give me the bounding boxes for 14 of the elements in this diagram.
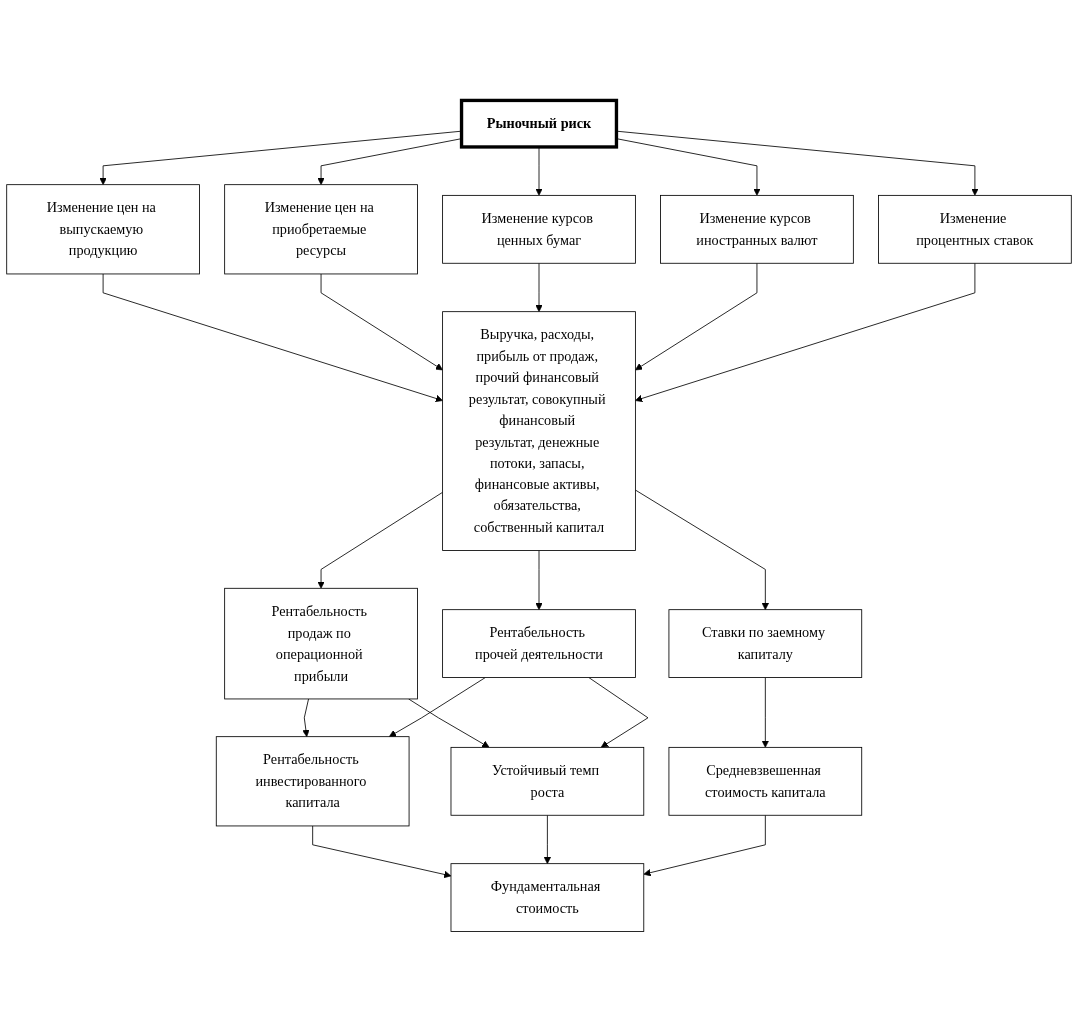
node-box: Рентабельность прочей деятельности [442, 609, 636, 678]
node-box: Выручка, расходы, прибыль от продаж, прочий финансовый результат, совокупный финансовый результат, денежные потоки, запасы, финансовые активы, обязательства, собственный капитал [442, 311, 636, 551]
node-box: Рыночный риск [459, 98, 619, 149]
node-box: Устойчивый темп роста [450, 746, 645, 816]
node-box: Изменение цен на приобретаемые ресурсы [224, 184, 418, 275]
node-box: Изменение курсов иностранных валют [660, 194, 854, 264]
node-box: Изменение курсов ценных бумаг [442, 194, 636, 264]
node-box: Изменение цен на выпускаемую продукцию [6, 184, 200, 275]
node-box: Фундаментальная стоимость [450, 863, 645, 932]
node-box: Ставки по заемному капиталу [668, 609, 863, 678]
node-box: Рентабельность инвестированного капитала [215, 736, 410, 827]
node-box: Рентабельность продаж по операционной прибыли [224, 587, 418, 700]
node-box: Средневзвешенная стоимость капитала [668, 746, 863, 816]
node-box: Изменение процентных ставок [878, 194, 1072, 264]
